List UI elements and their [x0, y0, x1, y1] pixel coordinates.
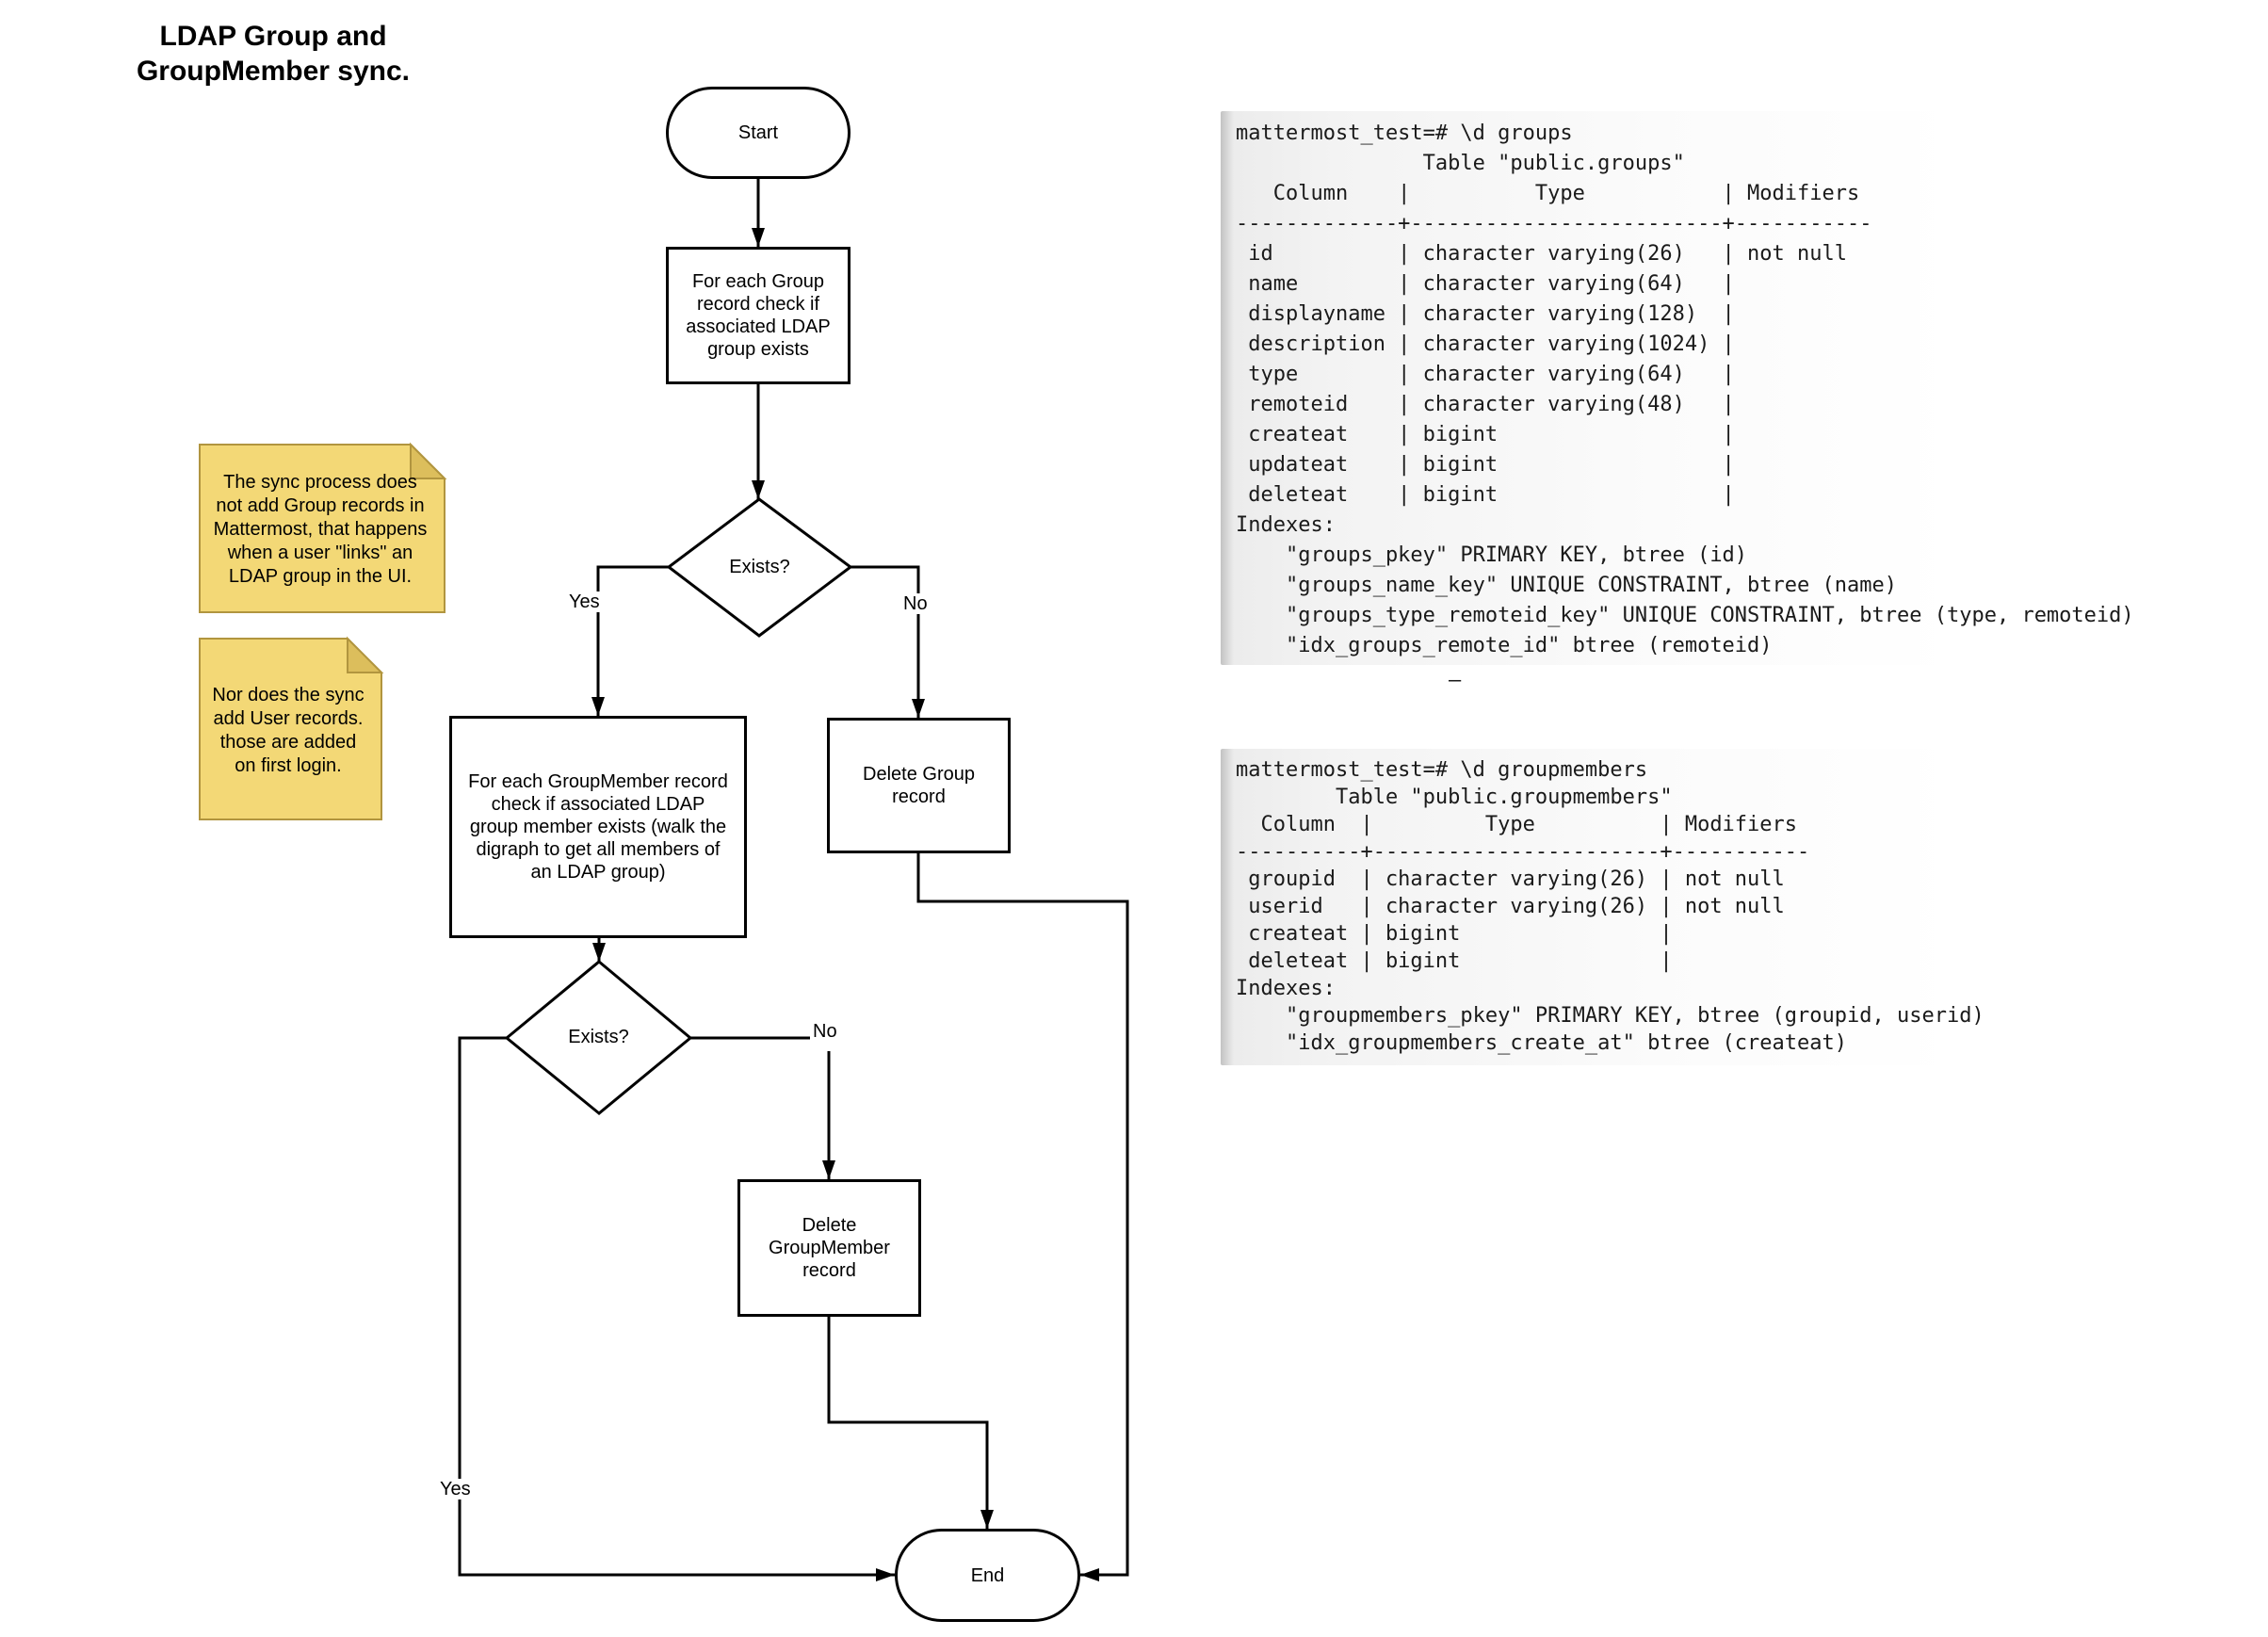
dash-mark: – [1449, 669, 1462, 692]
edge-decision2-yes-to-end [458, 1036, 895, 1581]
check-group-step: For each Group record check if associate… [666, 247, 850, 384]
decision1-diamond [666, 497, 853, 638]
note-sync-no-group-add: The sync process does not add Group reco… [213, 471, 428, 587]
edge-label-no-2: No [810, 1021, 840, 1042]
diagram-title: LDAP Group and GroupMember sync. [104, 19, 443, 89]
note-sync-no-user-add: Nor does the sync add User records. thos… [212, 685, 364, 776]
note2-shape [199, 638, 382, 820]
check-groupmember-step: For each GroupMember record check if ass… [449, 716, 747, 938]
edge-delete-group-to-end [916, 853, 1129, 1581]
start-node: Start [666, 87, 850, 179]
edge-label-yes-2: Yes [437, 1479, 474, 1499]
edge-label-no-1: No [900, 593, 931, 614]
decision2-diamond [504, 960, 693, 1115]
note1-shape [199, 444, 446, 613]
psql-groups-table-text: mattermost_test=# \d groups Table "publi… [1236, 122, 2134, 657]
delete-group-step: Delete Group record [827, 718, 1011, 853]
edge-delete-groupmember-to-end [827, 1317, 994, 1529]
decision1-label: Exists? [729, 557, 790, 577]
psql-groups-table-output: mattermost_test=# \d groups Table "publi… [1221, 111, 2172, 665]
note1-fold [410, 442, 447, 479]
delete-groupmember-step: Delete GroupMember record [737, 1179, 921, 1317]
edge-decision1-no [850, 565, 925, 718]
end-node: End [895, 1529, 1080, 1622]
edge-decision1-yes [591, 565, 669, 716]
note2-fold [347, 636, 384, 673]
diagram-title-line1: LDAP Group and [159, 21, 387, 52]
psql-groupmembers-table-output: mattermost_test=# \d groupmembers Table … [1221, 749, 2002, 1065]
diagram-title-line2: GroupMember sync. [136, 56, 411, 87]
edge-label-yes-1: Yes [566, 592, 603, 612]
decision2-label: Exists? [568, 1027, 629, 1047]
psql-groupmembers-table-text: mattermost_test=# \d groupmembers Table … [1236, 758, 1984, 1055]
